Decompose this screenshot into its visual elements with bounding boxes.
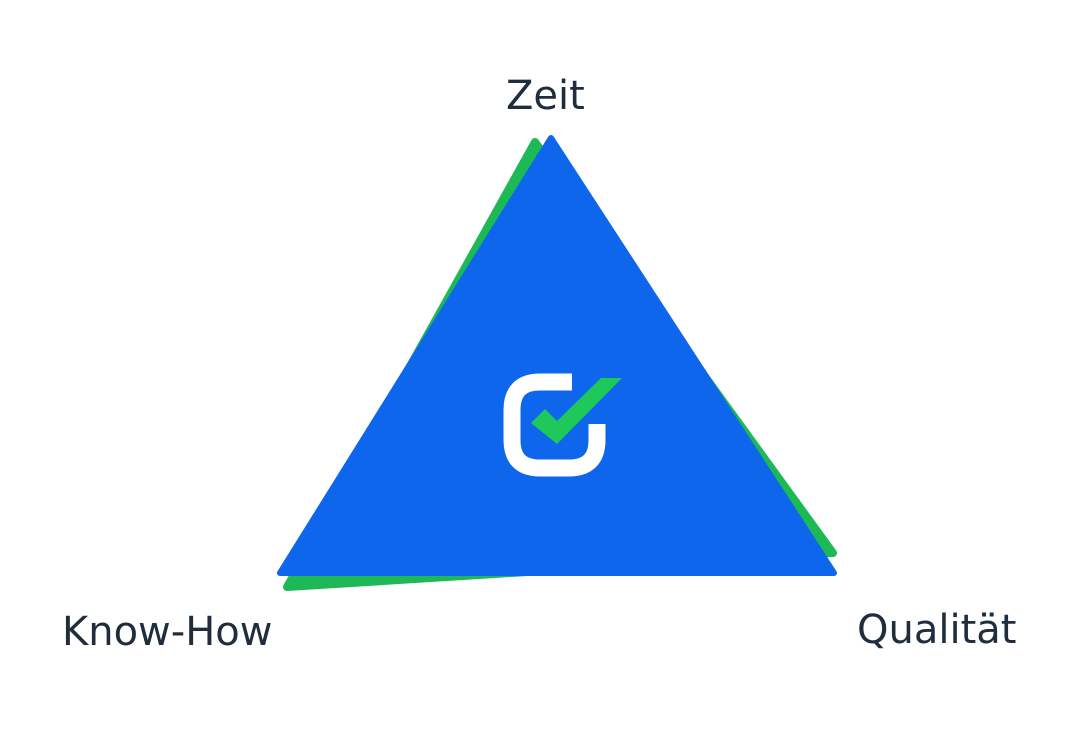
label-know-how: Know-How [62, 609, 273, 655]
checkmark-badge-icon [503, 373, 622, 477]
label-zeit: Zeit [506, 73, 585, 119]
main-triangle [277, 135, 837, 576]
label-qualitaet: Qualität [857, 607, 1017, 653]
